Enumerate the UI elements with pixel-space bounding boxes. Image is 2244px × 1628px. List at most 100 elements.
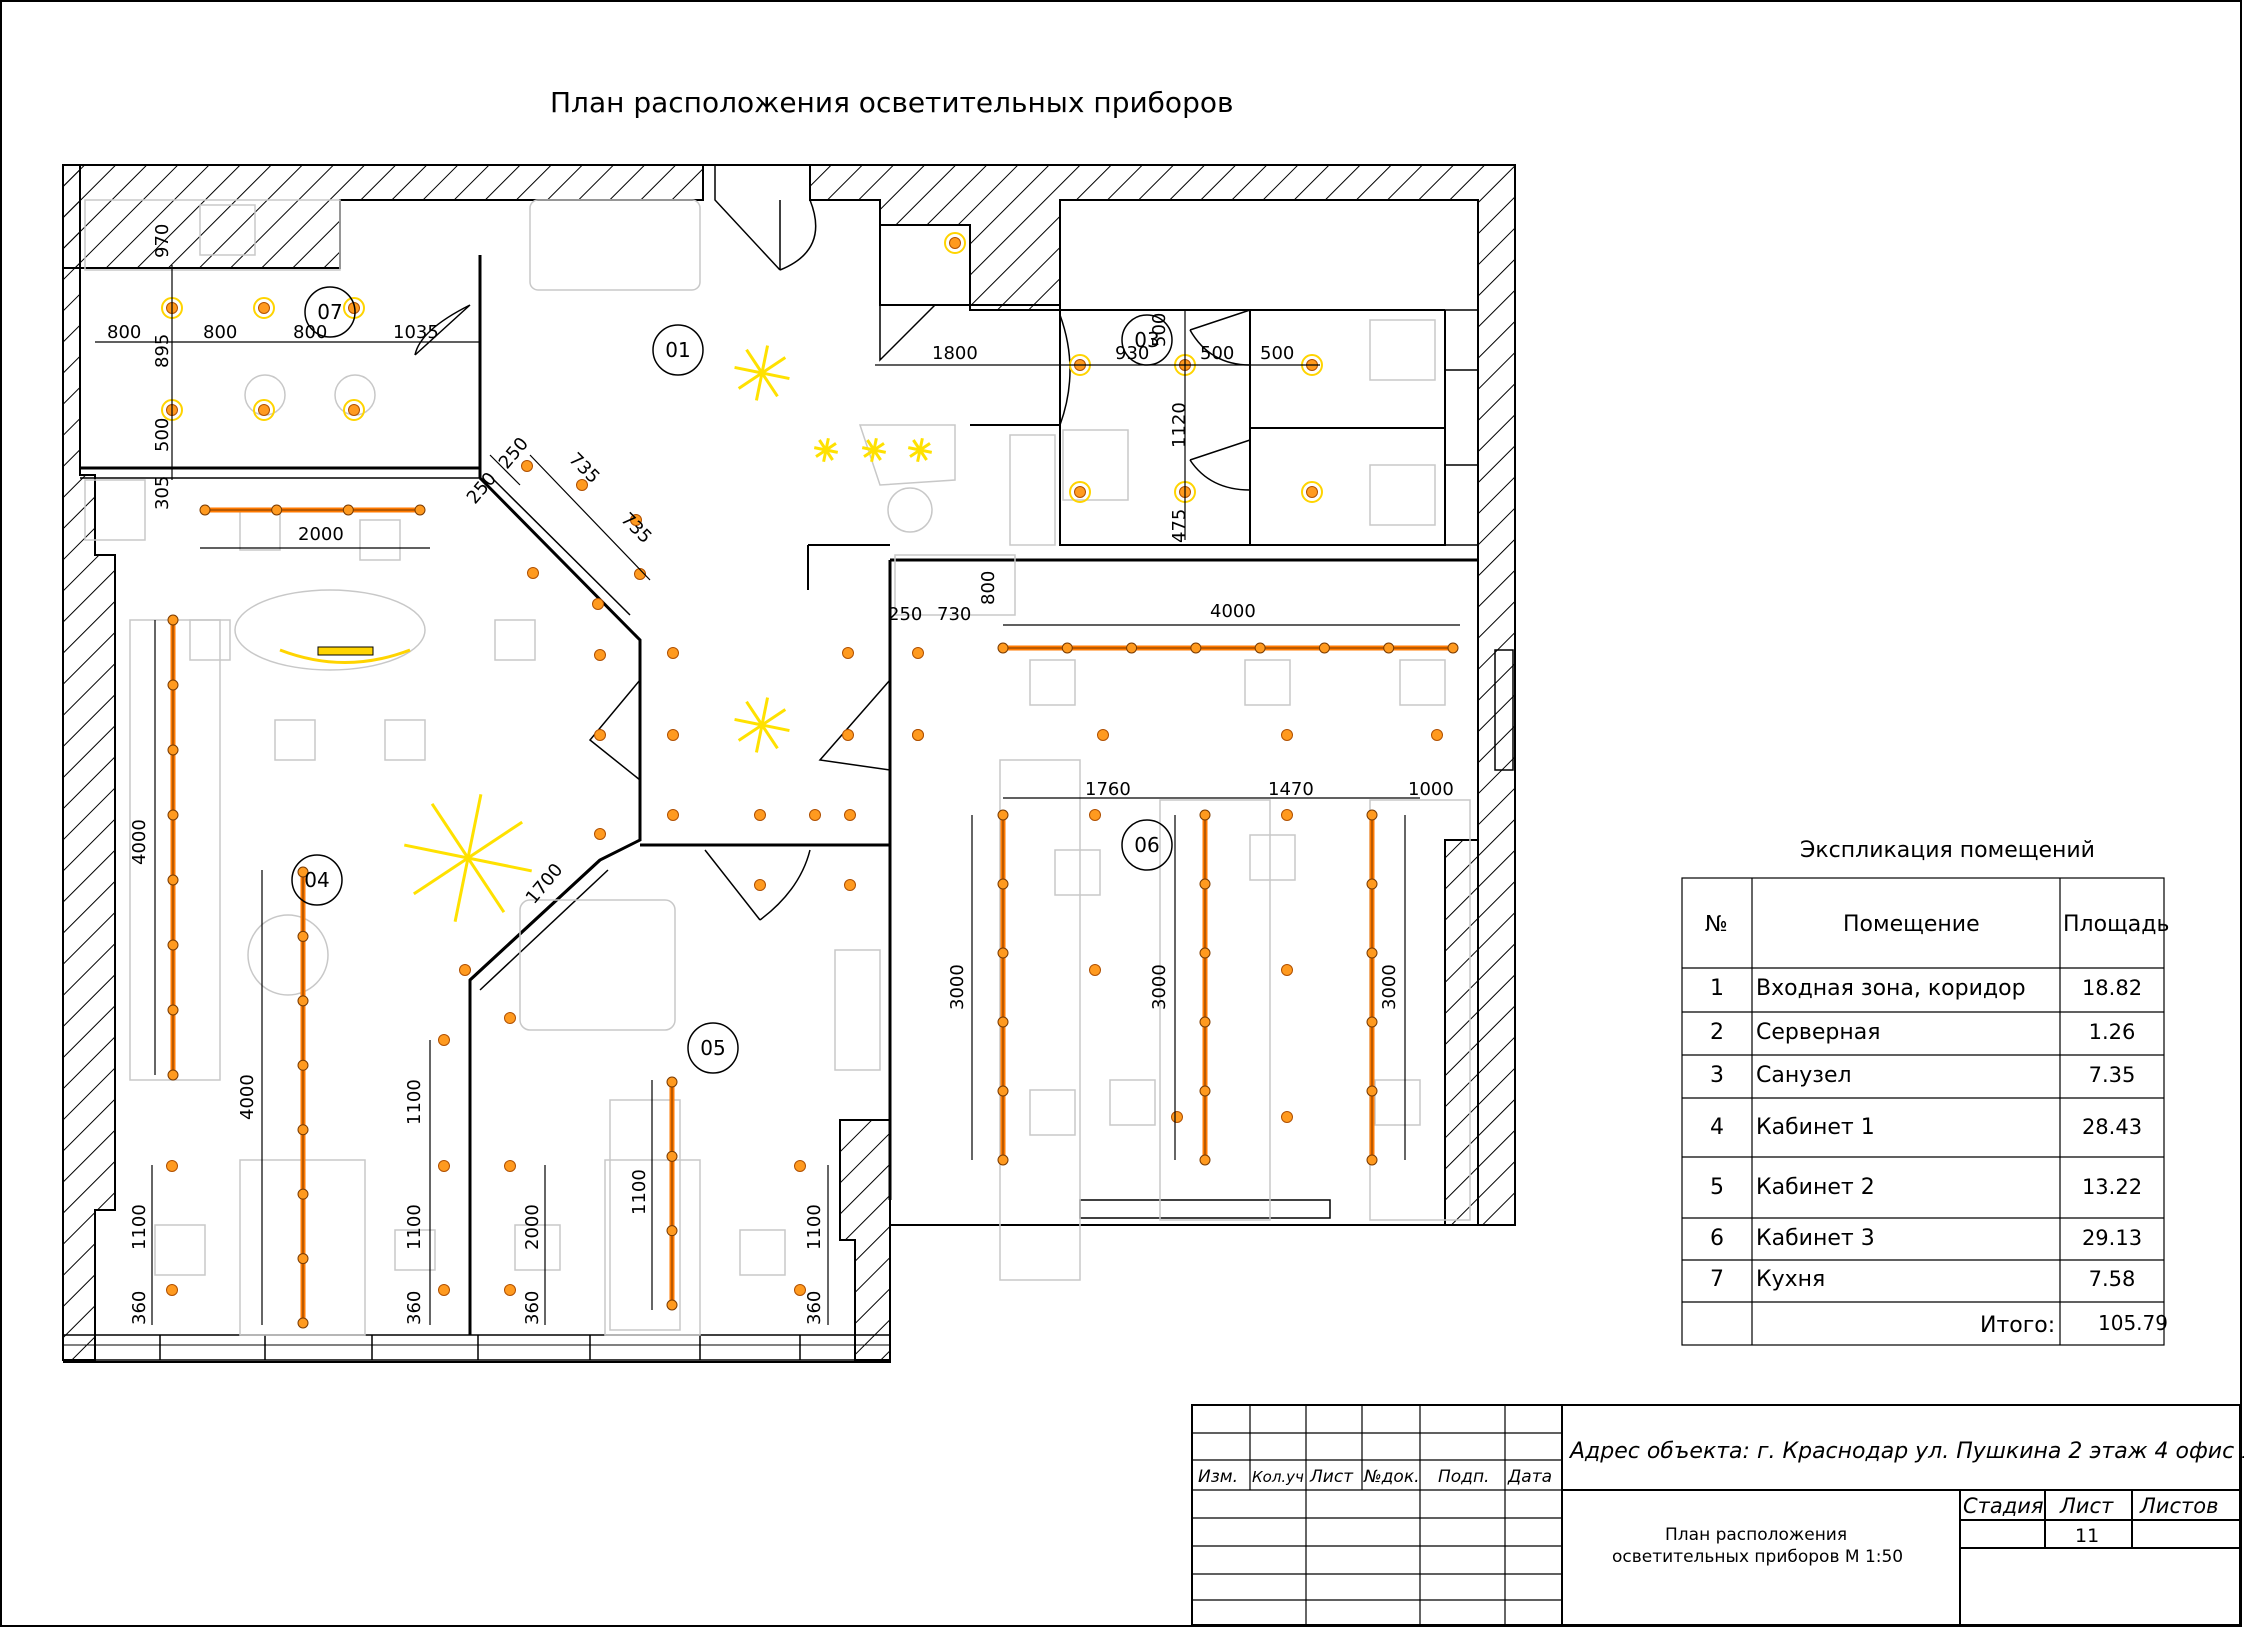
dimension-label: 895 xyxy=(152,334,173,368)
room-label-04: 04 xyxy=(291,854,343,906)
dimension-label: 1035 xyxy=(393,322,439,343)
ceiling-lamp xyxy=(253,297,275,319)
explication-title: Экспликация помещений xyxy=(1800,838,2095,863)
dimension-label: 1100 xyxy=(804,1204,825,1250)
stamp-col-doc: №док. xyxy=(1363,1467,1420,1487)
chandelier xyxy=(403,793,533,923)
spot-lamp xyxy=(667,729,679,741)
spot-lamp xyxy=(527,567,539,579)
stamp-col-data: Дата xyxy=(1507,1467,1552,1487)
dimension-label: 970 xyxy=(152,224,173,258)
linear-lamp xyxy=(997,809,1009,1166)
svg-text:Санузел: Санузел xyxy=(1756,1063,1852,1088)
explication-header-room: Помещение xyxy=(1843,912,1980,937)
dimension-label: 4000 xyxy=(237,1074,258,1120)
dimension-label: 250 xyxy=(888,604,922,625)
spot-lamp xyxy=(592,598,604,610)
table-pendant xyxy=(279,646,411,664)
svg-text:01: 01 xyxy=(665,338,690,362)
dimension-label: 1100 xyxy=(129,1204,150,1250)
dimension-label: 800 xyxy=(978,571,999,605)
svg-text:28.43: 28.43 xyxy=(2082,1115,2142,1139)
spot-lamp xyxy=(794,1160,806,1172)
dimension-label: 1100 xyxy=(404,1079,425,1125)
spot-lamp xyxy=(844,809,856,821)
walls xyxy=(62,164,1516,1363)
stamp-col-kol: Кол.уч xyxy=(1252,1468,1304,1486)
stamp-sheets-label: Листов xyxy=(2139,1494,2218,1518)
spot-lamp xyxy=(594,828,606,840)
linear-lamp xyxy=(199,504,426,516)
spot-lamp xyxy=(842,647,854,659)
spot-lamp xyxy=(842,729,854,741)
linear-lamp xyxy=(167,614,179,1081)
stamp-sheet-title-2: осветительных приборов М 1:50 xyxy=(1612,1547,1903,1567)
dimension-label: 1000 xyxy=(1408,779,1454,800)
spot-lamp xyxy=(521,460,533,472)
dimension-label: 4000 xyxy=(129,819,150,865)
stamp-address: Адрес объекта: г. Краснодар ул. Пушкина … xyxy=(1568,1439,2244,1464)
spot-lamp xyxy=(667,647,679,659)
spot-lamp xyxy=(1281,809,1293,821)
linear-lamp xyxy=(666,1076,678,1311)
dimension-label: 500 xyxy=(1200,343,1234,364)
dimension-label: 1100 xyxy=(404,1204,425,1250)
stamp-col-podp: Подп. xyxy=(1438,1467,1489,1487)
spot-lamp xyxy=(634,568,646,580)
svg-text:6: 6 xyxy=(1710,1226,1724,1251)
dimension-label: 3000 xyxy=(947,964,968,1010)
chandelier xyxy=(734,345,790,401)
spot-lamp xyxy=(1281,729,1293,741)
svg-text:7.35: 7.35 xyxy=(2089,1063,2136,1087)
explication-total-value: 105.79 xyxy=(2098,1311,2168,1335)
spot-lamp xyxy=(844,879,856,891)
dimension-label: 360 xyxy=(522,1291,543,1325)
svg-text:Серверная: Серверная xyxy=(1756,1020,1880,1045)
dimension-label: 1700 xyxy=(522,860,568,909)
svg-text:7: 7 xyxy=(1710,1267,1724,1292)
dimension-label: 360 xyxy=(804,1291,825,1325)
dimension-label: 800 xyxy=(107,322,141,343)
spot-lamp xyxy=(459,964,471,976)
svg-text:1: 1 xyxy=(1710,976,1724,1001)
spot-lamp xyxy=(438,1284,450,1296)
dimension-label: 730 xyxy=(937,604,971,625)
explication-header-num: № xyxy=(1705,912,1728,937)
dimension-label: 1760 xyxy=(1085,779,1131,800)
linear-light-fixtures xyxy=(167,504,1459,1329)
spot-lamp xyxy=(667,809,679,821)
svg-text:06: 06 xyxy=(1134,833,1159,857)
svg-text:Входная зона, коридор: Входная зона, коридор xyxy=(1756,976,2026,1001)
spot-lamp xyxy=(594,729,606,741)
title-block: Изм. Кол.уч Лист №док. Подп. Дата Адрес … xyxy=(1191,1404,2244,1626)
ceiling-lamp xyxy=(944,232,966,254)
dimension-label: 475 xyxy=(1169,509,1190,543)
dimension-label: 735 xyxy=(616,509,655,548)
drawing-title: План расположения осветительных приборов xyxy=(550,86,1233,119)
spot-lamp xyxy=(794,1284,806,1296)
ceiling-lamp xyxy=(1069,481,1091,503)
dimension-label: 500 xyxy=(1260,343,1294,364)
furniture xyxy=(84,199,1471,1336)
ceiling-lamp xyxy=(1301,481,1323,503)
stamp-sheet-value: 11 xyxy=(2075,1525,2099,1547)
dimension-label: 4000 xyxy=(1210,601,1256,622)
linear-lamp xyxy=(1199,809,1211,1166)
explication-total-label: Итого: xyxy=(1980,1313,2055,1338)
spot-lamp xyxy=(1281,1111,1293,1123)
chandelier xyxy=(813,437,839,463)
svg-text:07: 07 xyxy=(317,300,342,324)
svg-text:Кабинет 3: Кабинет 3 xyxy=(1756,1226,1875,1251)
light-fixtures xyxy=(161,232,1443,1296)
room-label-05: 05 xyxy=(687,1022,739,1074)
spot-lamp xyxy=(630,514,642,526)
svg-text:2: 2 xyxy=(1710,1020,1724,1045)
spot-lamp xyxy=(166,1284,178,1296)
